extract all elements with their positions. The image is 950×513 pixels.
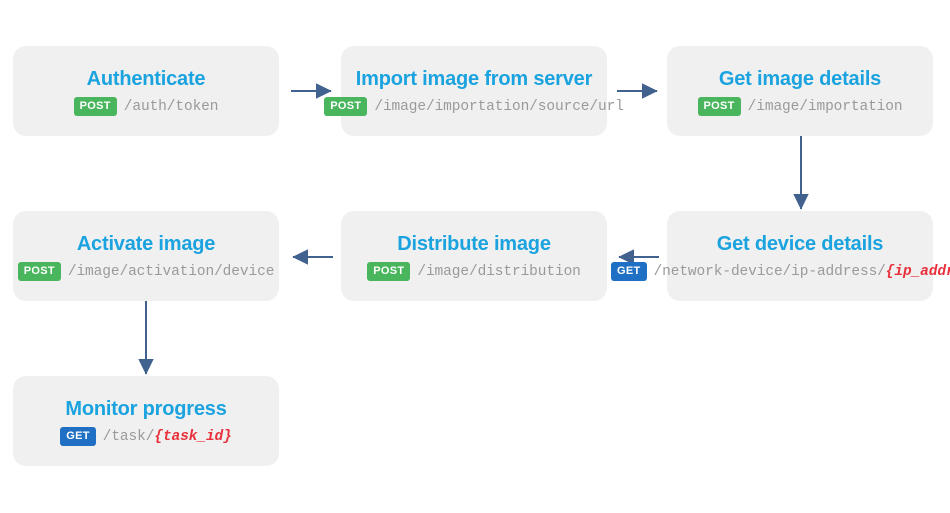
method-badge-get: GET — [60, 427, 96, 446]
endpoint-path-text: /network-device/ip-address/ — [653, 263, 886, 280]
endpoint-path: /network-device/ip-address/{ip_address} — [654, 264, 950, 280]
endpoint-path-text: /task/ — [102, 428, 155, 445]
node-title: Authenticate — [86, 68, 206, 90]
endpoint-path-param: {task_id} — [154, 428, 232, 445]
node-endpoint: POST /image/importation — [697, 97, 903, 116]
node-get-image-details[interactable]: Get image details POST /image/importatio… — [667, 46, 933, 136]
endpoint-path: /auth/token — [124, 99, 219, 115]
node-authenticate[interactable]: Authenticate POST /auth/token — [13, 46, 279, 136]
endpoint-path: /image/importation — [748, 99, 903, 115]
node-endpoint: GET /network-device/ip-address/{ip_addre… — [611, 262, 950, 281]
node-endpoint: POST /auth/token — [73, 97, 219, 116]
endpoint-path-param: {ip_address} — [885, 263, 950, 280]
endpoint-path: /image/distribution — [417, 263, 581, 280]
node-monitor-progress[interactable]: Monitor progress GET /task/{task_id} — [13, 376, 279, 466]
method-badge-post: POST — [367, 262, 411, 281]
endpoint-path: /image/activation/device — [67, 263, 275, 280]
endpoint-path: /image/importation/source/url — [374, 98, 624, 115]
node-import-image-from-server[interactable]: Import image from server POST /image/imp… — [324, 46, 624, 136]
endpoint-path-text: /image/importation/source/url — [374, 98, 624, 115]
method-badge-post: POST — [73, 97, 117, 116]
node-get-device-details[interactable]: Get device details GET /network-device/i… — [611, 211, 950, 301]
node-activate-image[interactable]: Activate image POST /image/activation/de… — [13, 211, 279, 301]
method-badge-post: POST — [324, 97, 368, 116]
node-title: Get device details — [716, 233, 884, 255]
endpoint-path-text: /image/activation/device — [67, 263, 275, 280]
method-badge-get: GET — [611, 262, 647, 281]
node-title: Get image details — [718, 68, 882, 90]
node-endpoint: POST /image/importation/source/url — [324, 97, 624, 116]
node-title: Activate image — [76, 233, 216, 255]
node-title: Distribute image — [397, 233, 551, 255]
endpoint-path-text: /auth/token — [123, 98, 219, 115]
node-endpoint: POST /image/activation/device — [17, 262, 275, 281]
endpoint-path-text: /image/distribution — [417, 263, 581, 280]
node-title: Monitor progress — [65, 398, 227, 420]
node-endpoint: POST /image/distribution — [367, 262, 581, 281]
method-badge-post: POST — [697, 97, 741, 116]
node-distribute-image[interactable]: Distribute image POST /image/distributio… — [341, 211, 607, 301]
node-endpoint: GET /task/{task_id} — [60, 427, 232, 446]
endpoint-path-text: /image/importation — [747, 98, 903, 115]
endpoint-path: /task/{task_id} — [103, 429, 232, 445]
node-title: Import image from server — [355, 68, 593, 90]
method-badge-post: POST — [17, 262, 61, 281]
